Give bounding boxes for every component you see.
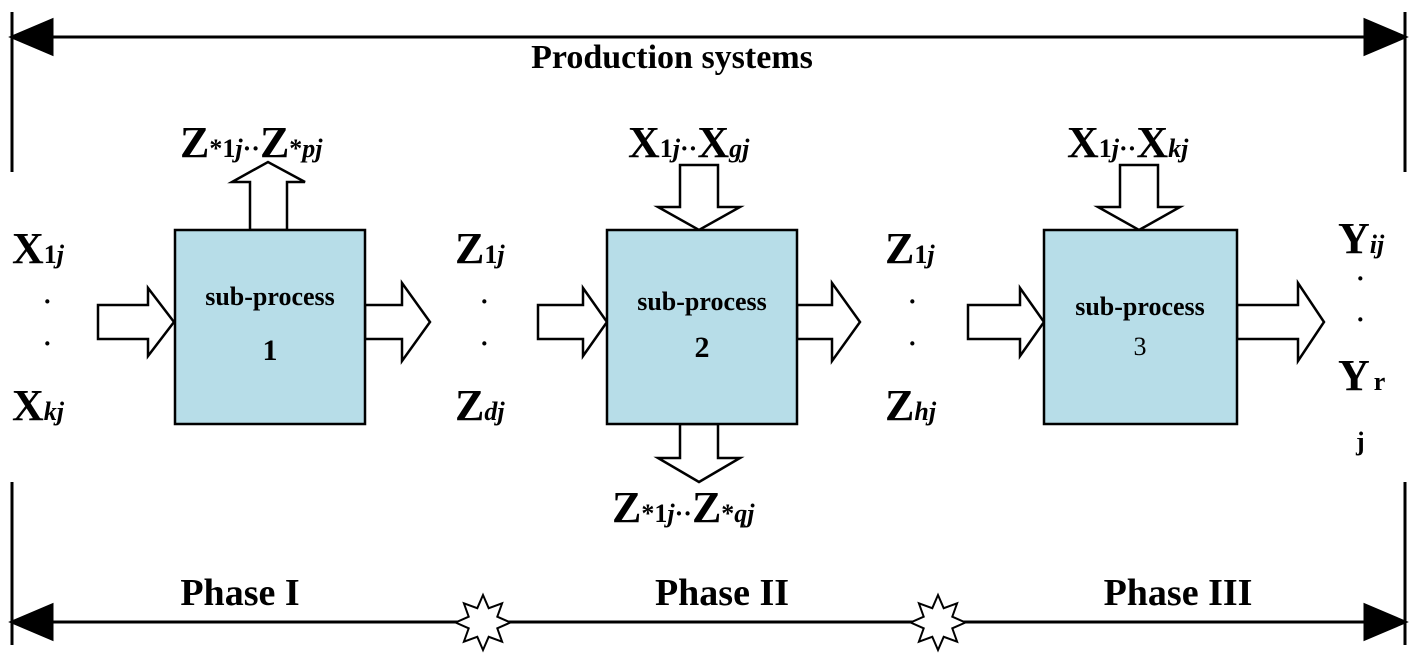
intermediate-2-dot-2: ·	[908, 329, 917, 358]
phase-separator-star-1	[453, 592, 513, 653]
phase-label-2: Phase II	[655, 572, 789, 614]
input-x1j: X1j	[12, 224, 65, 273]
flow-arrows	[96, 160, 1326, 484]
input-dot-2: ·	[43, 329, 52, 358]
output-yrj-line2: j	[1355, 427, 1365, 456]
top-right-arrowhead	[1363, 17, 1409, 57]
flow-arrow-up-from-process-1	[227, 160, 306, 232]
bottom-right-arrowhead	[1363, 602, 1409, 642]
process-2-label: sub-process	[637, 287, 767, 316]
input-xkj: Xkj	[12, 381, 65, 430]
phase-label-1: Phase I	[180, 572, 299, 614]
flow-arrow-down-from-process-2	[653, 422, 745, 484]
side-flow-p2-top-in: X1j··Xgj	[628, 118, 750, 167]
intermediate-2-dot-1: ·	[908, 287, 917, 316]
diagram-title: Production systems	[531, 39, 813, 76]
flow-arrow-out-of-process-1	[363, 279, 432, 365]
bottom-span-arrow	[8, 482, 1409, 645]
output-dot-2: ·	[1356, 305, 1365, 334]
process-box-3: sub-process 3	[1042, 228, 1239, 426]
process-box-1: sub-process 1	[173, 228, 367, 426]
process-box-1-rect	[173, 228, 367, 426]
process-2-number: 2	[695, 331, 710, 364]
process-1-label: sub-process	[205, 282, 335, 311]
process-3-number: 3	[1134, 332, 1147, 361]
intermediate-1-dot-2: ·	[480, 329, 489, 358]
flow-arrow-into-process-1	[96, 284, 176, 360]
side-flow-p1-top-out: Z*1j··Z*pj	[180, 118, 323, 167]
intermediate-1-dot-1: ·	[480, 287, 489, 316]
top-span-arrow	[8, 12, 1409, 172]
flow-arrow-into-process-3	[966, 284, 1046, 360]
top-left-arrowhead	[8, 17, 54, 57]
phase-separator-star-2	[908, 592, 968, 653]
output-dot-1: ·	[1356, 264, 1365, 293]
process-box-2: sub-process 2	[605, 228, 799, 426]
flow-arrow-out-of-process-3	[1235, 278, 1326, 366]
process-3-label: sub-process	[1075, 292, 1205, 321]
intermediate-zhj: Zhj	[885, 381, 937, 430]
side-flow-p2-bottom-out: Z*1j··Z*qj	[612, 483, 755, 532]
flow-arrow-out-of-process-2	[795, 279, 862, 365]
output-yij: Yij	[1338, 214, 1385, 263]
phase-label-3: Phase III	[1104, 572, 1253, 614]
flow-arrow-down-into-process-2	[653, 163, 745, 232]
flow-arrow-into-process-2	[536, 284, 609, 360]
intermediate-zdj: Zdj	[455, 381, 505, 430]
intermediate-z1j-b: Z1j	[885, 224, 935, 273]
intermediate-z1j-a: Z1j	[455, 224, 505, 273]
flow-arrow-down-into-process-3	[1093, 163, 1185, 232]
process-1-number: 1	[263, 334, 278, 367]
input-dot-1: ·	[43, 287, 52, 316]
process-box-3-rect	[1042, 228, 1239, 426]
bottom-left-arrowhead	[8, 602, 54, 642]
side-flow-p3-top-in: X1j··Xkj	[1067, 118, 1189, 167]
process-box-2-rect	[605, 228, 799, 426]
